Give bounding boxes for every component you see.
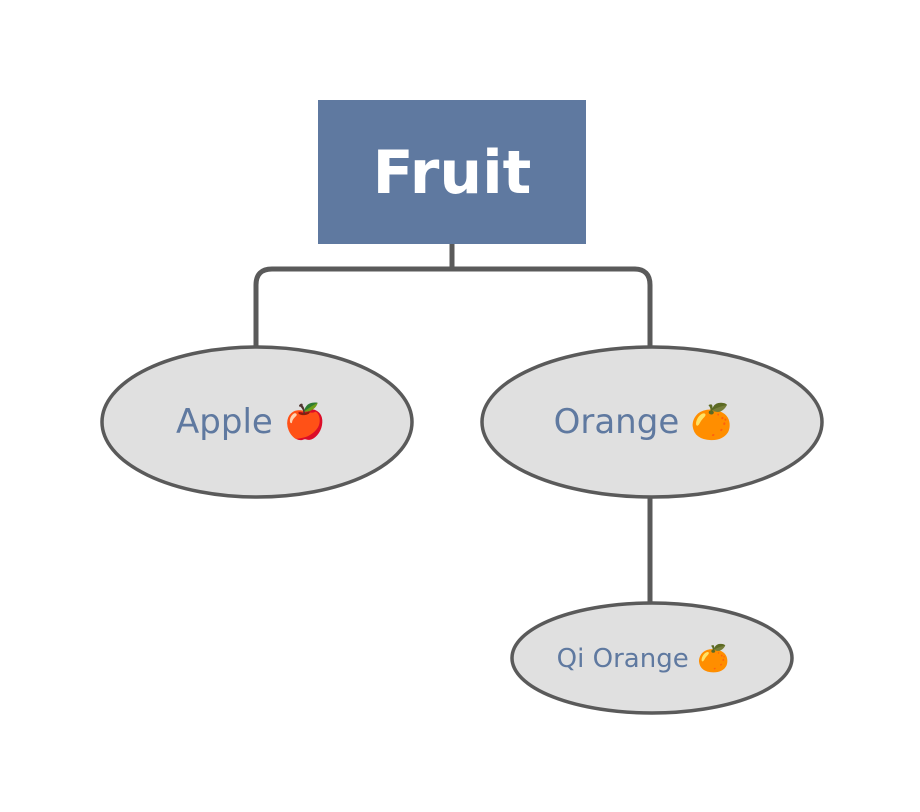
node-orange-ellipse — [480, 345, 824, 499]
node-apple-label: Apple 🍎 — [176, 401, 326, 442]
node-qi-orange-ellipse — [510, 601, 794, 715]
node-apple-ellipse — [100, 345, 414, 499]
node-qi-orange-label: Qi Orange 🍊 — [557, 643, 731, 674]
root-label: Fruit — [373, 138, 532, 208]
node-apple: Apple 🍎 — [100, 345, 414, 499]
node-qi-orange: Qi Orange 🍊 — [510, 601, 794, 715]
root-box — [318, 100, 586, 244]
node-orange: Orange 🍊 — [480, 345, 824, 499]
node-orange-label: Orange 🍊 — [554, 402, 734, 442]
branch-connector — [253, 266, 653, 348]
root-node-fruit: Fruit — [318, 100, 586, 244]
